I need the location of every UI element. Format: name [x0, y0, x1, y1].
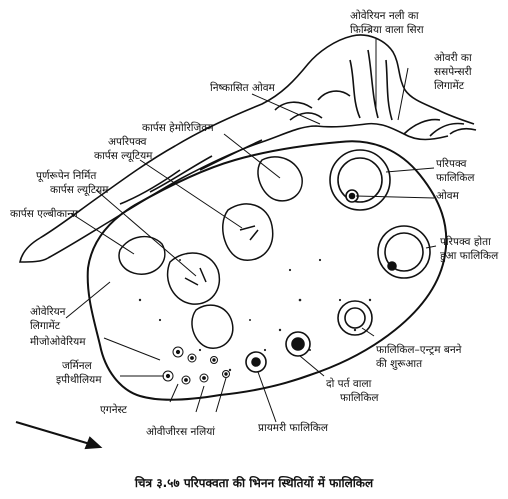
label-mature-follicle-1: परिपक्व [436, 158, 467, 170]
label-germinal-epi-2: इपीथीलियम [56, 374, 102, 386]
label-suspensory-3: लिगामेंट [434, 80, 465, 92]
label-mature-cl-2: कार्पस ल्यूटियम [50, 184, 109, 196]
figure-caption: चित्र ३.५७ परिपक्वता की भिनन स्थितियों म… [134, 476, 374, 490]
label-two-layer-1: दो पर्त वाला [326, 378, 372, 390]
label-primary-follicle: प्रायमरी फालिकिल [258, 422, 328, 434]
label-antrum-1: फालिकिल–एन्ट्रम बनने [376, 344, 462, 356]
label-fimbria-2: फिम्ब्रिया वाला सिरा [350, 24, 424, 36]
label-corpus-albicans: कार्पस एल्बीकान्स [10, 208, 78, 220]
label-suspensory-1: ओवरी का [434, 52, 472, 64]
label-two-layer-2: फालिकिल [340, 392, 379, 404]
label-maturing-follicle-2: हुआ फालिकिल [440, 250, 499, 262]
egg-nests [162, 346, 230, 385]
stroma-texture [138, 258, 372, 372]
direction-arrow [15, 421, 103, 450]
label-mature-cl-1: पूर्णरूपेन निर्मित [36, 170, 97, 182]
ovary-body [86, 140, 448, 401]
label-mesovarium: मीजोओवेरियम [30, 336, 86, 348]
label-ovarian-ligament-2: लिगामेंट [30, 320, 61, 332]
leader-lines [65, 38, 437, 423]
label-antrum-2: की शुरूआत [376, 358, 423, 370]
label-ovigerous-tubules: ओवीजीरस नलियां [146, 426, 216, 438]
follicles [245, 149, 431, 373]
label-suspensory-2: ससपेन्सरी [434, 66, 472, 78]
corpus-structures [118, 156, 303, 349]
label-egg-nest: एगनेस्ट [100, 404, 127, 416]
label-maturing-follicle-1: परिपक्व होता [440, 236, 491, 248]
label-germinal-epi-1: जर्मिनल [62, 360, 92, 372]
label-immature-cl-2: कार्पस ल्यूटियम [94, 150, 153, 162]
label-mature-follicle-2: फालिकिल [436, 172, 475, 184]
label-immature-cl-1: अपरिपक्व [108, 136, 147, 148]
label-ovarian-ligament-1: ओवेरियन [30, 306, 66, 318]
label-ovulated-ovum: निष्कासित ओवम [210, 82, 275, 94]
label-corpus-hemorrhagicum: कार्पस हेमोरिजिक्म [142, 122, 214, 134]
label-ovum: ओवम [436, 190, 459, 202]
label-fimbria-1: ओवेरियन नली का [350, 10, 419, 22]
